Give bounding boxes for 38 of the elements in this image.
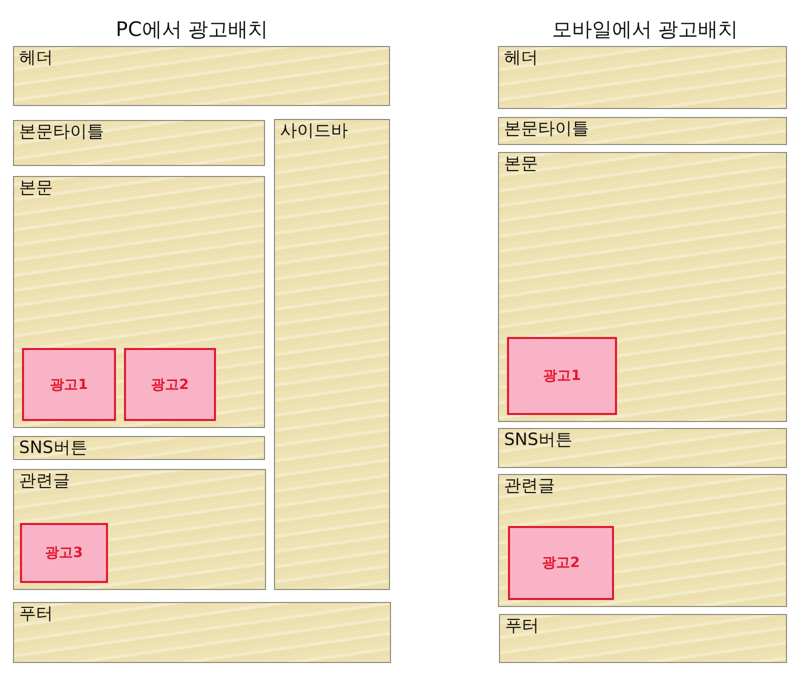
ad-label: 광고2 [542,554,580,572]
section-label: 본문타이틀 [19,123,104,143]
section-label: 헤더 [19,49,53,69]
section-label: 헤더 [504,49,538,69]
ad-label: 광고2 [151,376,189,394]
section-label: 관련글 [19,472,70,492]
layout-section-box [498,152,787,422]
layout-section-box [274,119,390,590]
ad-slot-box [22,348,116,421]
layout-section-box [498,428,787,468]
layout-section-box [13,120,265,166]
layout-section-box [499,614,787,663]
section-label: 본문 [19,179,53,199]
layout-section-box [13,46,390,106]
ad-label: 광고1 [543,367,581,385]
ad-slot-box [124,348,216,421]
layout-section-box [498,46,787,109]
layout-section-box [498,117,787,145]
section-label: 푸터 [19,605,53,625]
layout-section-box [13,176,265,428]
section-label: 푸터 [505,617,539,637]
layout-section-box [13,469,266,590]
layout-section-box [13,602,391,663]
column-title: PC에서 광고배치 [114,16,270,43]
column-title: 모바일에서 광고배치 [550,16,740,43]
ad-slot-box [508,526,614,600]
ad-slot-box [20,523,108,583]
ad-slot-box [507,337,617,415]
layout-section-box [498,474,787,607]
section-label: 본문 [504,155,538,175]
layout-section-box [13,436,265,460]
section-label: 사이드바 [280,122,348,142]
section-label: SNS버튼 [504,431,572,451]
section-label: SNS버튼 [19,439,88,459]
section-label: 관련글 [504,477,555,497]
section-label: 본문타이틀 [504,120,589,140]
ad-label: 광고1 [50,376,88,394]
ad-label: 광고3 [45,544,83,562]
